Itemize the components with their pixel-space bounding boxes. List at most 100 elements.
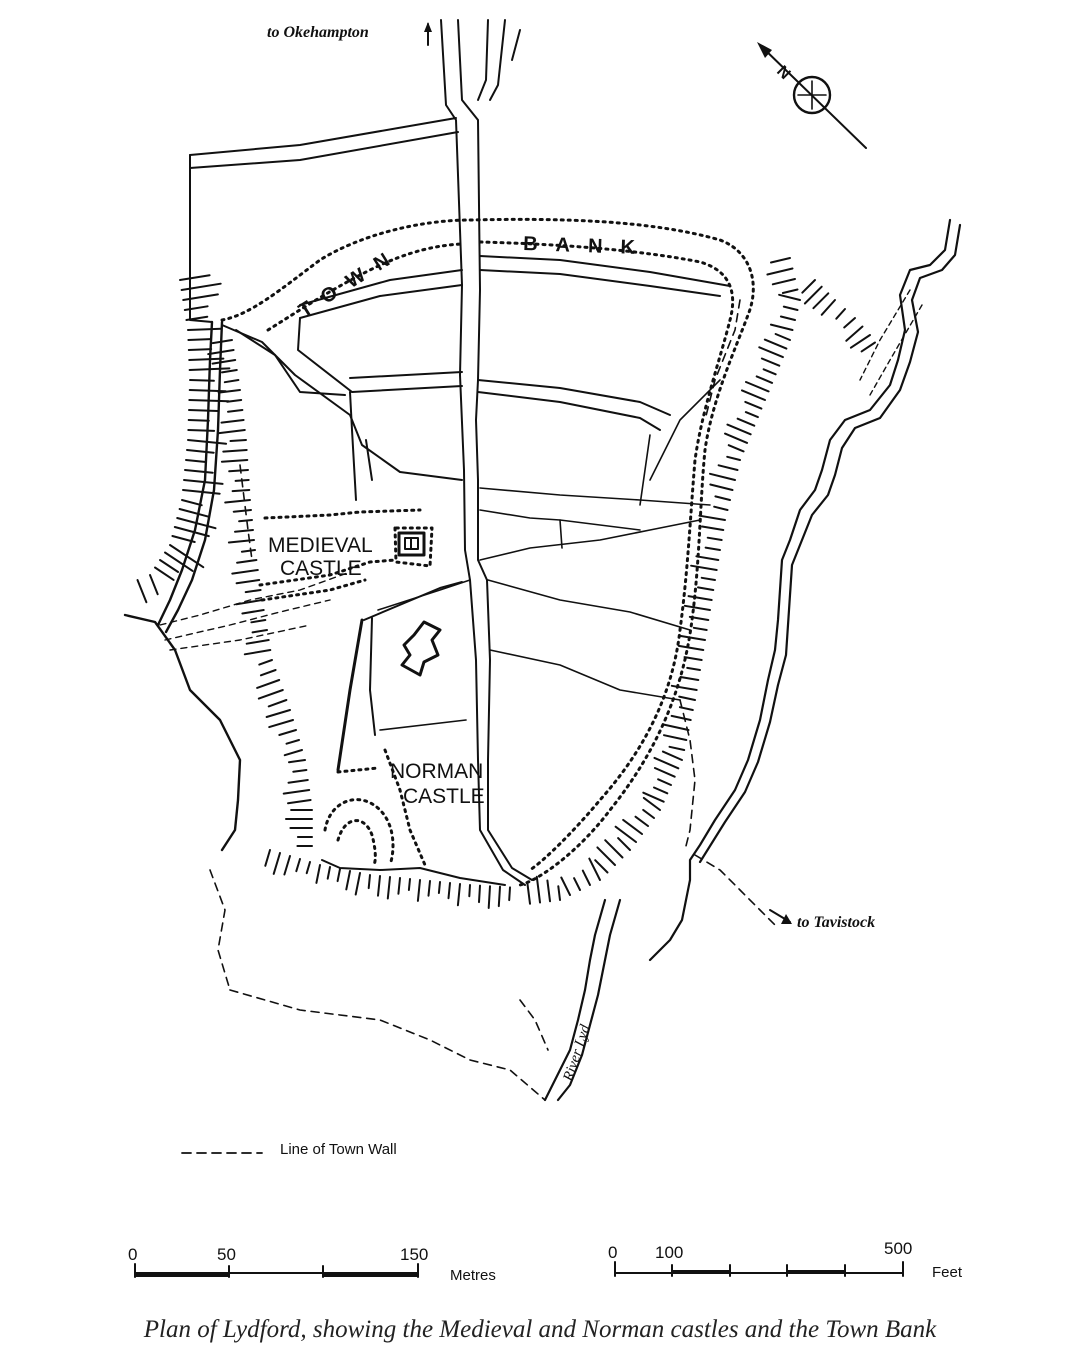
cross-street-middle (297, 317, 671, 431)
hachure-stroke (295, 858, 301, 873)
west-field-lines (159, 571, 351, 651)
hachure-stroke (257, 689, 284, 700)
hachure-stroke (287, 799, 312, 805)
main-street (440, 19, 533, 886)
hachure-stroke (265, 709, 291, 718)
hachure-stroke (183, 305, 209, 311)
norman-castle-label-line2: CASTLE (403, 785, 485, 808)
hachure-stroke (642, 808, 655, 819)
hachure-stroke (779, 315, 796, 321)
hachure-stroke (690, 564, 718, 571)
hachure-stroke (726, 455, 741, 461)
hachure-stroke (154, 566, 175, 581)
hachure-stroke (288, 759, 306, 764)
hachure-stroke (245, 639, 270, 645)
hachure-stroke (687, 595, 713, 601)
west-lanes (221, 324, 463, 501)
hachure-stroke (769, 323, 794, 331)
scale-metres-tick-50: 50 (217, 1245, 236, 1264)
hachure-stroke (803, 285, 823, 305)
hachure-stroke (232, 509, 252, 513)
hachure-stroke (617, 837, 631, 851)
hachure-stroke (180, 282, 222, 291)
hachure-stroke (762, 368, 777, 376)
hachure-stroke (678, 695, 696, 701)
scale-metres-tick-150: 150 (400, 1245, 428, 1264)
okehampton-arrow-icon (424, 22, 432, 46)
medieval-castle-site (258, 508, 434, 602)
hachure-stroke (178, 508, 210, 518)
town-bank-label-bank: BANK (523, 233, 653, 260)
hachure-stroke (845, 325, 864, 342)
hachure-stroke (235, 579, 261, 585)
hachure-stroke (692, 626, 708, 631)
east-slope-hachures (526, 257, 801, 905)
hachure-stroke (268, 719, 294, 729)
hachure-stroke (860, 341, 876, 353)
hachure-stroke (264, 849, 271, 867)
river-hatching (859, 289, 923, 396)
town-bank (220, 217, 755, 887)
hachure-stroke (560, 876, 571, 896)
hachure-stroke (305, 861, 311, 875)
hachure-stroke (427, 880, 431, 897)
hachure-stroke (782, 305, 799, 311)
hachure-stroke (292, 769, 308, 773)
hachure-stroke (468, 884, 471, 898)
hachure-stroke (849, 334, 871, 349)
hachure-stroke (697, 586, 715, 591)
hachure-stroke (745, 381, 770, 393)
hachure-stroke (679, 635, 706, 641)
hachure-stroke (622, 818, 643, 835)
hachure-stroke (159, 559, 180, 573)
hachure-stroke (744, 411, 759, 419)
map-caption: Plan of Lydford, showing the Medieval an… (143, 1316, 937, 1343)
inner-west-slope-hachures (207, 339, 313, 847)
hachure-stroke (679, 676, 700, 681)
scale-metres-unit: Metres (450, 1267, 496, 1284)
hachure-stroke (835, 308, 846, 320)
norman-castle-label-line1: NORMAN (390, 760, 483, 783)
hachure-stroke (634, 815, 649, 827)
cross-street-upper (299, 255, 731, 319)
hachure-stroke (653, 756, 680, 770)
hachure-stroke (701, 525, 725, 531)
hachure-stroke (726, 423, 752, 436)
hachure-stroke (222, 449, 248, 453)
hachure-stroke (228, 469, 249, 473)
hachure-stroke (683, 656, 703, 661)
hachure-stroke (843, 317, 856, 329)
hachure-stroke (182, 293, 219, 301)
hachure-stroke (179, 274, 211, 281)
hachure-stroke (267, 699, 288, 708)
scale-metres-tick-0: 0 (128, 1245, 137, 1264)
to-tavistock-label: to Tavistock (797, 914, 875, 931)
town-wall-lines (209, 299, 776, 1101)
hachure-stroke (173, 526, 210, 538)
hachure-stroke (437, 881, 441, 894)
hachure-stroke (683, 604, 711, 611)
hachure-stroke (185, 459, 207, 463)
hachure-stroke (217, 389, 241, 394)
hachure-stroke (231, 489, 251, 493)
hachure-stroke (741, 389, 766, 401)
hachure-stroke (326, 866, 331, 880)
hachure-stroke (686, 666, 701, 671)
hachure-stroke (243, 649, 272, 656)
hachure-stroke (278, 729, 297, 736)
hachure-stroke (526, 881, 531, 905)
hachure-stroke (709, 483, 734, 491)
hachure-stroke (244, 589, 262, 594)
northeast-slope-hachures (801, 279, 876, 353)
hachure-stroke (706, 536, 723, 541)
hachure-stroke (367, 874, 371, 890)
hachure-stroke (229, 439, 247, 442)
hachure-stroke (688, 615, 710, 621)
hachure-stroke (662, 723, 690, 731)
hachure-stroke (238, 519, 253, 523)
hachure-stroke (781, 288, 799, 294)
hachure-stroke (227, 409, 244, 413)
hachure-stroke (272, 852, 281, 875)
hachure-stroke (642, 791, 665, 803)
hachure-stroke (724, 432, 749, 444)
